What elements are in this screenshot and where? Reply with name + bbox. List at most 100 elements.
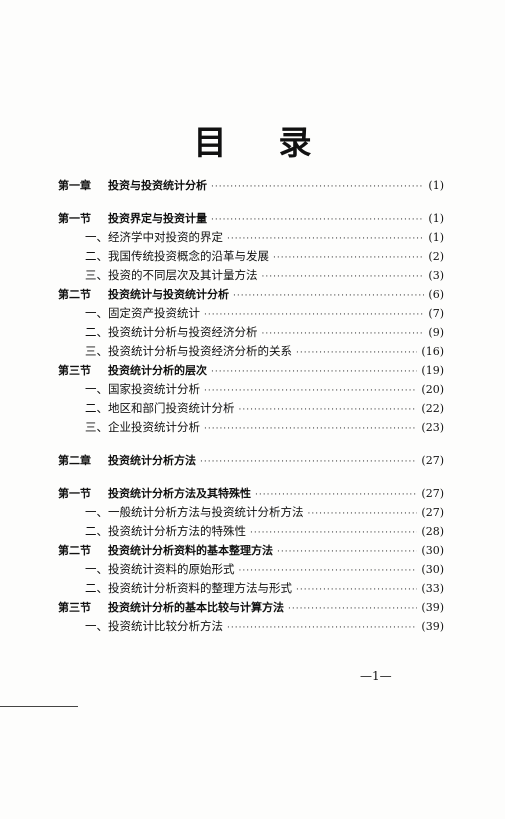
toc-item-row[interactable]: 二、地区和部门投资统计分析(22) (58, 399, 444, 418)
toc-item-row[interactable]: 一、投资统计比较分析方法 (39) (58, 617, 444, 636)
toc-entry-title: 投资界定与投资计量 (108, 212, 207, 225)
toc-entry-label: 第三节 (58, 364, 91, 377)
toc-entry-title: 我国传统投资概念的沿革与发展 (108, 249, 269, 263)
dot-leader (308, 505, 418, 524)
dot-leader (227, 619, 417, 638)
toc-entry-title: 投资统计比较分析方法 (108, 619, 223, 633)
dot-leader (233, 287, 424, 306)
title-char-1: 目 (193, 123, 227, 162)
toc-entry-label: 二、 (85, 581, 108, 595)
toc-page-number: (16) (421, 345, 444, 358)
toc-item-row[interactable]: 二、投资统计分析与投资经济分析 (9) (58, 323, 444, 342)
toc-entry-label: 第二章 (58, 454, 91, 467)
section-spacer (58, 470, 444, 484)
dot-leader (204, 420, 417, 439)
toc-entry-label: 三、 (85, 268, 108, 282)
table-of-contents: 第一章投资与投资统计分析(1)第一节投资界定与投资计量(1)一、经济学中对投资的… (58, 176, 444, 636)
toc-entry-title: 投资与投资统计分析 (108, 179, 207, 192)
toc-entry-title: 地区和部门投资统计分析 (108, 401, 235, 415)
toc-entry-title: 投资统计分析与投资经济分析 (108, 325, 258, 339)
dot-leader (239, 401, 418, 420)
dot-leader (273, 249, 424, 268)
toc-item-row[interactable]: 一、投资统计资料的原始形式 (30) (58, 560, 444, 579)
toc-item-row[interactable]: 三、投资统计分析与投资经济分析的关系(16) (58, 342, 444, 361)
toc-item-row[interactable]: 一、一般统计分析方法与投资统计分析方法(27) (58, 503, 444, 522)
dot-leader (262, 268, 425, 287)
toc-entry-title: 国家投资统计分析 (108, 382, 200, 396)
toc-entry-label: 第二节 (58, 544, 91, 557)
page-number: —1— (360, 669, 392, 683)
toc-page-number: (39) (421, 601, 444, 614)
toc-entry-title: 投资统计分析方法及其特殊性 (108, 487, 251, 500)
toc-entry-title: 投资统计分析的层次 (108, 364, 207, 377)
toc-entry-label: 第三节 (58, 601, 91, 614)
toc-entry-title: 一般统计分析方法与投资统计分析方法 (108, 505, 304, 519)
toc-entry-label: 一、 (85, 505, 108, 519)
dot-leader (296, 581, 417, 600)
toc-entry-title: 投资的不同层次及其计量方法 (108, 268, 258, 282)
toc-page-number: (27) (421, 454, 444, 467)
toc-item-row[interactable]: 三、投资的不同层次及其计量方法(3) (58, 266, 444, 285)
dot-leader (288, 600, 417, 619)
toc-page-number: (7) (428, 307, 444, 320)
toc-page-number: (19) (421, 364, 444, 377)
toc-entry-title: 投资统计分析资料的整理方法与形式 (108, 581, 292, 595)
toc-item-row[interactable]: 一、固定资产投资统计(7) (58, 304, 444, 323)
toc-item-row[interactable]: 三、企业投资统计分析 (23) (58, 418, 444, 437)
dot-leader (211, 211, 424, 230)
toc-entry-label: 二、 (85, 325, 108, 339)
section-spacer (58, 195, 444, 209)
toc-page-number: (33) (421, 582, 444, 595)
toc-entry-label: 一、 (85, 230, 108, 244)
toc-page-number: (1) (428, 231, 444, 244)
toc-page-number: (30) (421, 563, 444, 576)
toc-entry-label: 第一节 (58, 487, 91, 500)
toc-item-row[interactable]: 二、我国传统投资概念的沿革与发展 (2) (58, 247, 444, 266)
toc-entry-label: 二、 (85, 249, 108, 263)
toc-page-number: (30) (421, 544, 444, 557)
dot-leader (296, 344, 417, 363)
toc-entry-label: 第一节 (58, 212, 91, 225)
toc-item-row[interactable]: 二、投资统计分析资料的整理方法与形式 (33) (58, 579, 444, 598)
page-title: 目录 (0, 116, 505, 164)
toc-page-number: (9) (428, 326, 444, 339)
toc-entry-title: 投资统计分析方法的特殊性 (108, 524, 246, 538)
dot-leader (277, 543, 417, 562)
toc-item-row[interactable]: 一、国家投资统计分析(20) (58, 380, 444, 399)
toc-entry-title: 企业投资统计分析 (108, 420, 200, 434)
toc-item-row[interactable]: 二、投资统计分析方法的特殊性(28) (58, 522, 444, 541)
toc-entry-label: 三、 (85, 344, 108, 358)
toc-entry-title: 经济学中对投资的界定 (108, 230, 223, 244)
toc-entry-title: 投资统计资料的原始形式 (108, 562, 235, 576)
toc-entry-title: 投资统计与投资统计分析 (108, 288, 229, 301)
toc-page-number: (39) (421, 620, 444, 633)
dot-leader (250, 524, 417, 543)
section-spacer (58, 437, 444, 451)
dot-leader (211, 178, 424, 197)
title-char-2: 录 (278, 123, 312, 162)
toc-entry-label: 一、 (85, 562, 108, 576)
toc-heading-row[interactable]: 第三节 投资统计分析的层次 (19) (58, 361, 444, 380)
toc-entry-label: 三、 (85, 420, 108, 434)
toc-item-row[interactable]: 一、经济学中对投资的界定 (1) (58, 228, 444, 247)
toc-entry-label: 第一章 (58, 179, 91, 192)
toc-page-number: (22) (421, 402, 444, 415)
scan-line-mark (0, 706, 78, 707)
toc-page-number: (23) (421, 421, 444, 434)
toc-page-number: (28) (421, 525, 444, 538)
dot-leader (204, 382, 417, 401)
dot-leader (211, 363, 417, 382)
toc-entry-label: 第二节 (58, 288, 91, 301)
toc-page-number: (20) (421, 383, 444, 396)
toc-entry-label: 一、 (85, 306, 108, 320)
toc-entry-label: 一、 (85, 619, 108, 633)
toc-page-number: (2) (428, 250, 444, 263)
